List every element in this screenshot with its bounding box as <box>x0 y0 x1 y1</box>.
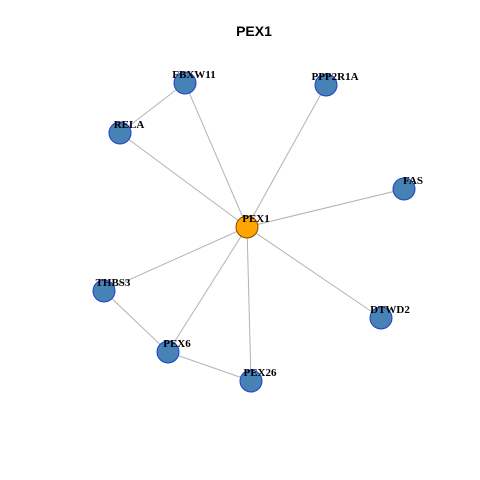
node-circle-fas <box>392 177 416 201</box>
node-label-ppp2r1a: PPP2R1A <box>311 71 358 83</box>
node-circle-pex26 <box>239 369 263 393</box>
node-pex6: PEX6 <box>156 338 191 364</box>
node-fbxw11: FBXW11 <box>172 69 216 95</box>
diagram-title: PEX1 <box>236 23 272 39</box>
node-circle-ppp2r1a <box>314 73 338 97</box>
node-pex1: PEX1 <box>235 213 270 239</box>
node-label-fbxw11: FBXW11 <box>172 69 215 81</box>
edge-pex1-fas <box>246 188 405 228</box>
node-label-rela: RELA <box>114 119 145 131</box>
edges-layer <box>103 82 405 382</box>
edge-pex1-fbxw11 <box>184 82 248 228</box>
node-circle-rela <box>108 121 132 145</box>
edge-pex1-rela <box>119 132 248 228</box>
node-circle-fbxw11 <box>173 71 197 95</box>
edge-pex1-ppp2r1a <box>246 84 327 228</box>
node-rela: RELA <box>108 119 145 145</box>
node-fas: FAS <box>392 175 423 201</box>
node-dtwd2: DTWD2 <box>369 304 410 330</box>
edge-fbxw11-rela <box>119 82 186 134</box>
node-pex26: PEX26 <box>239 367 278 393</box>
node-circle-pex6 <box>156 340 180 364</box>
edge-pex1-pex26 <box>246 226 252 382</box>
node-label-pex6: PEX6 <box>163 338 191 350</box>
nodes-layer: PEX1 FBXW11 PPP2R1A RELA FAS THBS3DTWD2PEX6PE… <box>92 69 423 393</box>
node-circle-pex1 <box>235 215 259 239</box>
edge-pex1-pex6 <box>167 226 248 353</box>
edge-thbs3-pex6 <box>103 290 169 353</box>
edge-pex1-thbs3 <box>103 226 248 292</box>
node-label-fas: FAS <box>403 175 423 187</box>
node-circle-dtwd2 <box>369 306 393 330</box>
node-thbs3: THBS3 <box>92 277 131 303</box>
node-label-pex1: PEX1 <box>242 213 270 225</box>
node-label-pex26: PEX26 <box>244 367 278 379</box>
node-circle-thbs3 <box>92 279 116 303</box>
edge-pex1-dtwd2 <box>246 226 382 319</box>
edge-pex6-pex26 <box>167 351 252 382</box>
node-ppp2r1a: PPP2R1A <box>311 71 359 97</box>
node-label-thbs3: THBS3 <box>96 277 131 289</box>
node-label-dtwd2: DTWD2 <box>370 304 410 316</box>
